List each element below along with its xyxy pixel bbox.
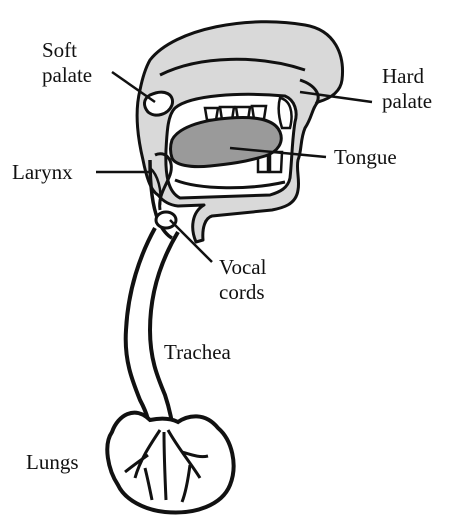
trachea-right-wall (150, 232, 178, 435)
label-soft-palate: Soft palate (42, 38, 92, 88)
vocal-cords (156, 212, 176, 228)
label-tongue: Tongue (334, 145, 397, 170)
label-vocal-cords: Vocal cords (219, 255, 266, 305)
lungs (107, 413, 233, 513)
label-trachea: Trachea (164, 340, 231, 365)
soft-palate (144, 92, 172, 115)
label-lungs: Lungs (26, 450, 79, 475)
label-larynx: Larynx (12, 160, 73, 185)
leader-vocal-cords (170, 220, 212, 262)
label-hard-palate: Hard palate (382, 64, 432, 114)
